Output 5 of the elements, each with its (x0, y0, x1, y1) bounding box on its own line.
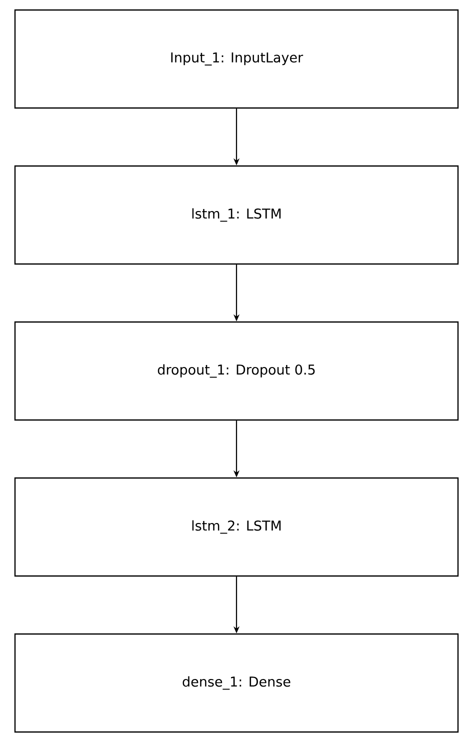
layer-box: dropout_1: Dropout 0.5 (14, 321, 459, 421)
layer-box: lstm_2: LSTM (14, 477, 459, 577)
layer-box: Input_1: InputLayer (14, 9, 459, 109)
layer-box: lstm_1: LSTM (14, 165, 459, 265)
layer-box: dense_1: Dense (14, 633, 459, 733)
